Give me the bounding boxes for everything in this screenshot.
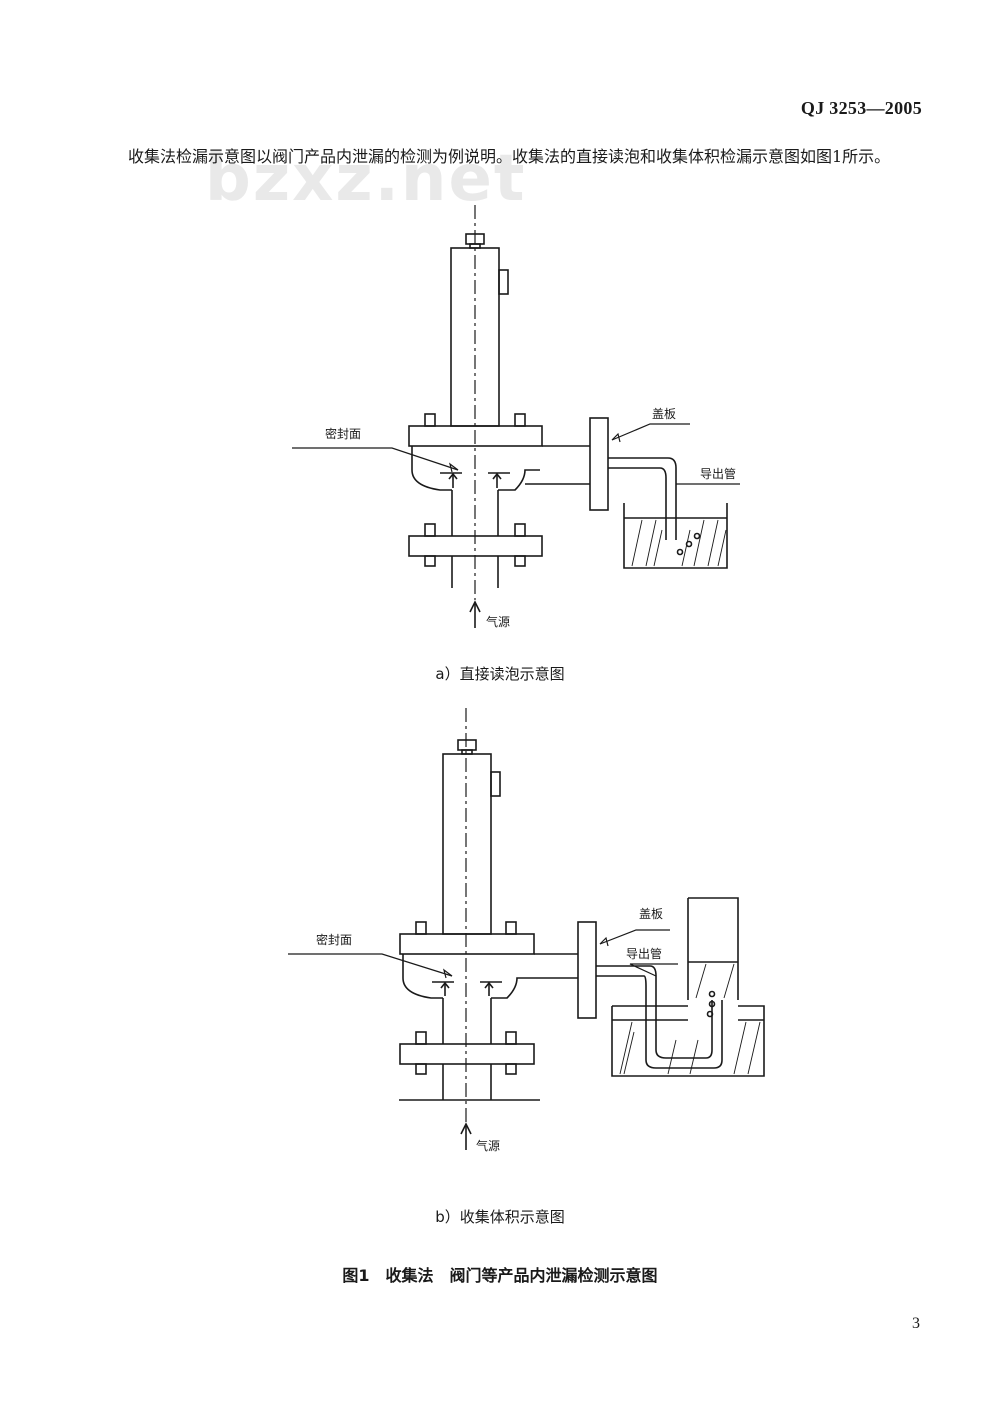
figure-b-tube-label: 导出管 [626, 946, 662, 961]
figure-a-cover-label: 盖板 [652, 407, 676, 421]
page-number: 3 [912, 1315, 920, 1332]
standard-code: QJ 3253—2005 [800, 98, 922, 118]
figure-a-source-label: 气源 [486, 614, 510, 629]
figure-a-caption: a）直接读泡示意图 [435, 665, 565, 683]
watermark: bzxz.net [205, 142, 527, 216]
body-paragraph: 收集法检漏示意图以阀门产品内泄漏的检测为例说明。收集法的直接读泡和收集体积检漏示… [128, 147, 891, 166]
figure-b-seal-label: 密封面 [316, 932, 352, 947]
figure-a-seal-label: 密封面 [325, 426, 361, 441]
figure-caption: 图1 收集法 阀门等产品内泄漏检测示意图 [342, 1266, 658, 1285]
figure-b-caption: b）收集体积示意图 [435, 1208, 565, 1226]
figure-a-valve [292, 205, 740, 628]
figure-a-tube-label: 导出管 [700, 466, 736, 481]
figure-b-valve [288, 708, 765, 1150]
figure-b-cover-label: 盖板 [639, 907, 663, 921]
figure-b-source-label: 气源 [476, 1138, 500, 1153]
